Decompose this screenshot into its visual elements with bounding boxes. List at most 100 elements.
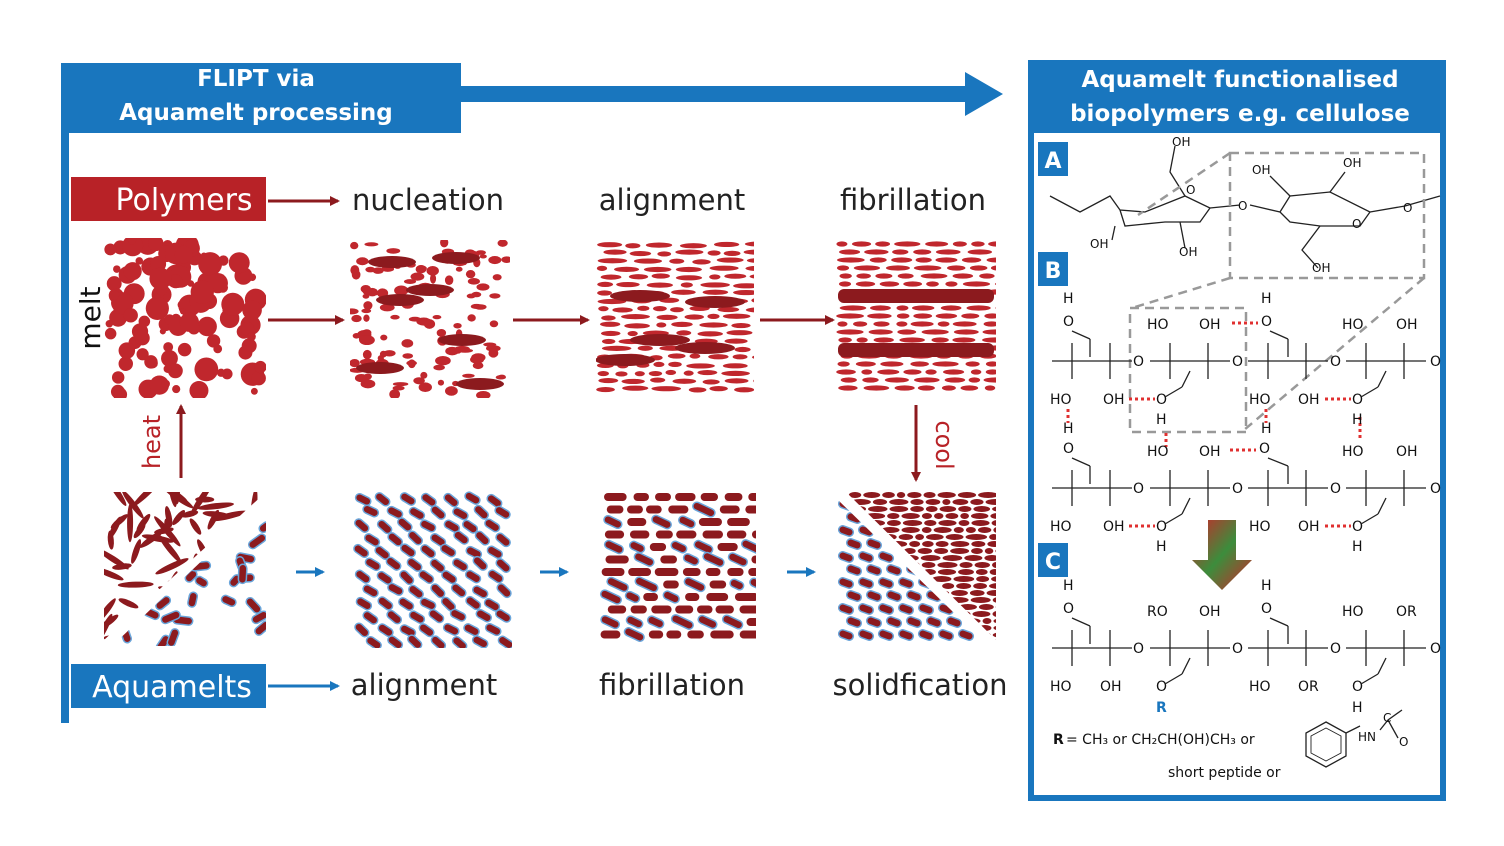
fibril-capsule [682, 553, 700, 566]
aligned-capsule [386, 609, 403, 625]
residual-capsule [857, 603, 875, 615]
fibril-particle [984, 385, 996, 391]
solid-particle [987, 541, 996, 547]
atom-label: H [1352, 412, 1363, 428]
nucleus-particle [351, 269, 361, 280]
melt-droplet [168, 274, 183, 289]
solid-particle [925, 506, 938, 512]
r-def-line2: short peptide or [1168, 765, 1281, 781]
nucleus-particle [444, 275, 454, 286]
solid-particle [887, 520, 901, 526]
aligned-particle [665, 369, 677, 376]
aligned-particle [650, 377, 666, 383]
solid-particle [976, 576, 990, 582]
solid-particle [989, 569, 996, 575]
solid-particle [951, 590, 968, 596]
nucleus-particle [432, 314, 442, 320]
solid-particle [958, 520, 970, 526]
atom-label: H [1261, 421, 1272, 437]
melt-droplet [167, 363, 183, 379]
aligned-particle [627, 330, 638, 337]
solid-particle [925, 534, 944, 540]
fibril-particle [944, 377, 966, 383]
aligned-particle [672, 378, 697, 384]
fibril-capsule [727, 568, 744, 576]
melt-droplet [106, 276, 122, 292]
crystal-shard [158, 534, 182, 564]
fibril-particle [873, 321, 890, 327]
aligned-capsule [439, 543, 457, 558]
atom-label: H [1352, 539, 1363, 555]
fibril-capsule [751, 530, 756, 539]
aligned-particle [614, 266, 640, 272]
solid-particle [959, 618, 981, 624]
nucleus-particle [350, 308, 359, 315]
acetanilide-structure [1305, 709, 1403, 768]
atom-label: H [1156, 539, 1167, 555]
aligned-particle [697, 331, 723, 337]
solid-particle [872, 499, 888, 505]
a-oh-1: OH [1172, 135, 1190, 149]
aligned-capsule [442, 622, 460, 636]
aquamelts-label: Aquamelts [92, 670, 252, 705]
fibril-particle [969, 265, 988, 271]
fibril-capsule [687, 630, 704, 639]
residual-capsule [937, 629, 955, 641]
residual-capsule [897, 603, 915, 615]
atom-label: HO [1147, 444, 1169, 460]
melt-droplet [111, 371, 125, 384]
aligned-particle [598, 306, 609, 312]
atom-label: OH [1103, 519, 1125, 535]
fibril-particle [913, 313, 933, 319]
fibril-particle [967, 249, 993, 255]
nucleus-particle [430, 273, 437, 284]
residual-capsule [845, 538, 863, 550]
fibril-particle [984, 313, 996, 319]
residual-capsule [877, 629, 895, 641]
fibril-particle [925, 369, 937, 375]
atom-label: OR [1396, 604, 1417, 620]
melt-droplet [123, 308, 138, 323]
solid-particle [931, 576, 952, 582]
nucleus-particle [351, 314, 362, 323]
atom-label: O [1063, 601, 1074, 617]
aligned-capsule [495, 609, 512, 623]
fibril-capsule [604, 493, 627, 501]
fibril-particle [877, 369, 900, 375]
fibril-particle [917, 385, 935, 391]
solid-particle [965, 534, 988, 540]
solid-particle [917, 548, 933, 554]
fibril-particle [897, 329, 917, 335]
solid-particle [937, 492, 956, 498]
fibril-capsule [715, 605, 734, 614]
residual-capsule [838, 629, 855, 641]
solid-particle [896, 492, 906, 498]
o-label: O [1399, 735, 1408, 749]
aligned-particle [651, 386, 682, 392]
aligned-domain [675, 342, 735, 354]
nucleus-domain [376, 294, 424, 306]
atom-label: R [1156, 700, 1167, 716]
melt-droplet [149, 267, 172, 290]
aligned-particle [745, 307, 754, 313]
fibril-particle [982, 329, 996, 335]
c-label: C [1383, 711, 1391, 725]
fibril-particle [935, 313, 958, 319]
nucleus-particle [362, 293, 370, 299]
a-oh-5: OH [1343, 156, 1361, 170]
aligned-particle [624, 323, 650, 329]
fibril-particle [952, 337, 976, 343]
bond [1360, 673, 1379, 685]
atom-label: O [1133, 641, 1144, 657]
nucleus-particle [363, 373, 372, 380]
aligned-particle [601, 315, 616, 321]
solid-particle [953, 527, 964, 533]
nucleus-particle [363, 301, 373, 310]
aligned-particle [653, 361, 665, 368]
atom-label: O [1430, 481, 1441, 497]
fibril-capsule [702, 530, 723, 539]
melt-droplet [189, 380, 209, 398]
solid-particle [922, 569, 936, 575]
nucleus-particle [418, 382, 432, 393]
fibril-band [838, 343, 994, 357]
